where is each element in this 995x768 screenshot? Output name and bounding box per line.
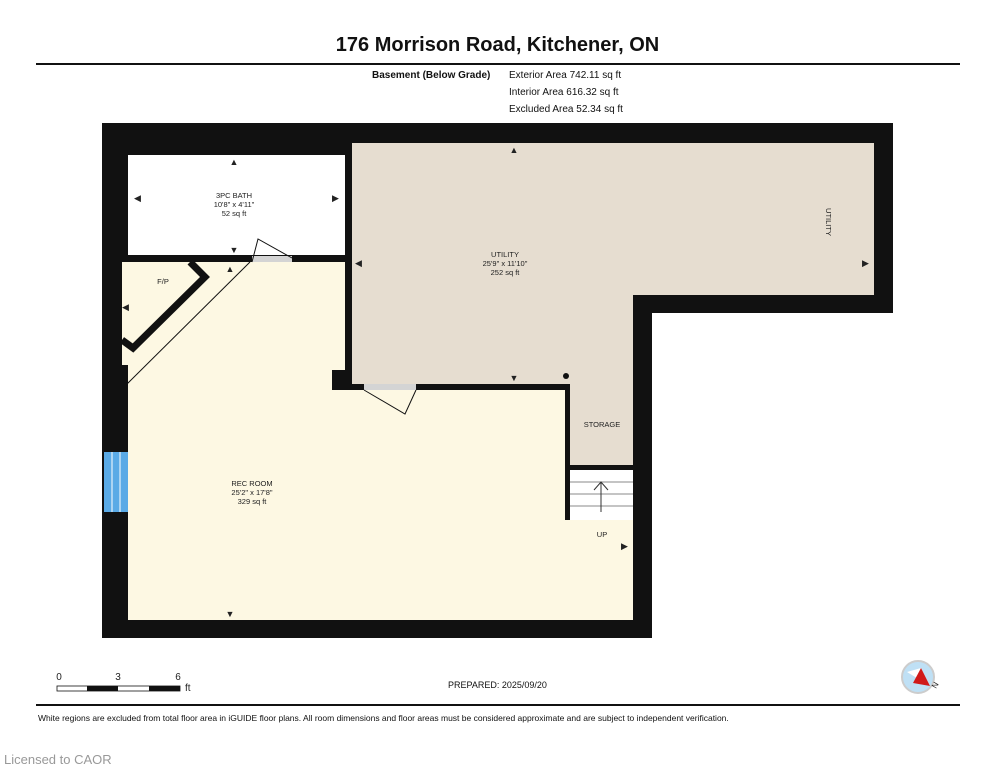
dimension-arrows: ▲ ▼ ◀ ▶ ▲ ▼ ◀ ▶ ▲ ▼ ◀ ▶: [122, 145, 869, 619]
bath-door-swing: [251, 238, 293, 263]
compass-north-label: N: [930, 680, 941, 690]
arrow-icon: ▲: [510, 145, 519, 155]
rec-room-dims: 25'2" x 17'8": [231, 488, 272, 497]
disclaimer: White regions are excluded from total fl…: [38, 713, 729, 723]
arrow-icon: ▼: [230, 245, 239, 255]
rec-room-area: 329 sq ft: [238, 497, 268, 506]
utility-room: [352, 143, 874, 465]
arrow-icon: ▶: [621, 541, 628, 551]
bath-dims: 10'8" x 4'11": [214, 200, 255, 209]
utility-dims: 25'9" x 11'10": [483, 259, 528, 268]
utility-west-wall: [345, 143, 352, 390]
bath-wall: [122, 255, 352, 262]
arrow-icon: ▼: [226, 609, 235, 619]
compass-icon: N: [901, 660, 941, 694]
bath-room: [128, 155, 345, 255]
storage-label: STORAGE: [584, 420, 621, 429]
bath-area: 52 sq ft: [222, 209, 248, 218]
wall-post: [332, 370, 352, 390]
scale-bar: 0 3 6 ft: [56, 672, 191, 694]
storage-wall: [565, 384, 570, 520]
window-mullions: [111, 452, 121, 512]
floor-name: Basement (Below Grade): [372, 70, 491, 81]
bath-door[interactable]: [252, 256, 292, 262]
rec-room-label: REC ROOM: [231, 479, 272, 488]
utility-door-swing: [363, 389, 417, 415]
stairs-up-label: UP: [597, 530, 607, 539]
arrow-icon: ◀: [134, 193, 141, 203]
post-dot: [563, 373, 569, 379]
utility-label: UTILITY: [491, 250, 519, 259]
excluded-area: Excluded Area 52.34 sq ft: [509, 104, 623, 115]
arrow-icon: ▲: [226, 264, 235, 274]
arrow-icon: ▼: [510, 373, 519, 383]
arrow-icon: ◀: [122, 302, 129, 312]
arrow-icon: ▶: [332, 193, 339, 203]
arrow-icon: ▶: [862, 258, 869, 268]
bath-label: 3PC BATH: [216, 191, 252, 200]
utility-door[interactable]: [364, 384, 416, 390]
utility-side-label: UTILITY: [824, 208, 833, 236]
scale-unit: ft: [185, 683, 191, 694]
stairs-up-arrow-icon: [593, 481, 609, 512]
rec-room: [122, 262, 633, 620]
page-title: 176 Morrison Road, Kitchener, ON: [335, 34, 660, 56]
stairs-top-wall: [570, 465, 633, 470]
utility-area: 252 sq ft: [491, 268, 521, 277]
prepared-date: PREPARED: 2025/09/20: [448, 680, 547, 690]
fireplace: [119, 259, 210, 353]
fireplace-label: F/P: [157, 277, 169, 286]
interior-area: Interior Area 616.32 sq ft: [509, 87, 619, 98]
window: [104, 452, 128, 512]
arrow-icon: ◀: [355, 258, 362, 268]
utility-south-wall: [332, 384, 570, 390]
arrow-icon: ▲: [230, 157, 239, 167]
footer-divider: [36, 704, 960, 706]
header-divider: [36, 63, 960, 65]
fireplace-line: [125, 261, 251, 386]
scale-tick-0: 0: [56, 672, 62, 683]
scale-tick-3: 3: [115, 672, 121, 683]
scale-tick-6: 6: [175, 672, 181, 683]
license-watermark: Licensed to CAOR: [4, 752, 112, 767]
exterior-area: Exterior Area 742.11 sq ft: [509, 70, 622, 81]
